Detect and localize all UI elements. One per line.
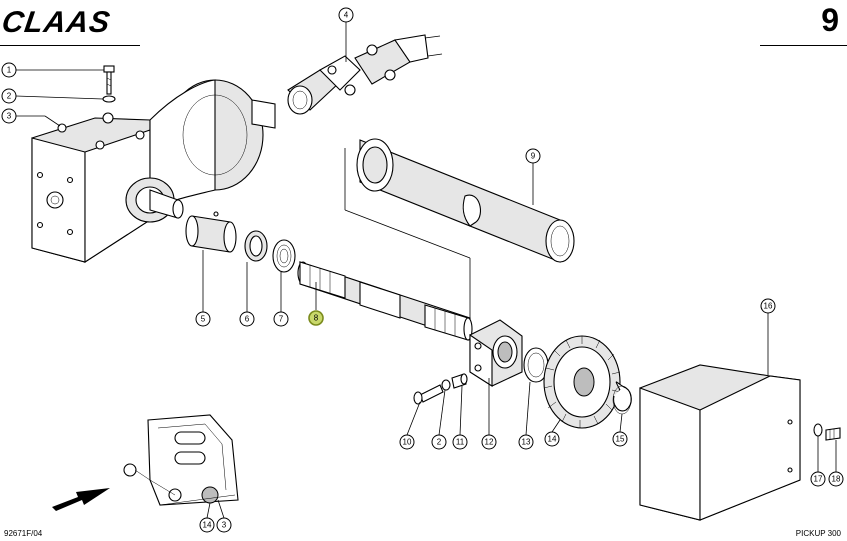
bolt-18 [825, 427, 841, 441]
callout-label: 5 [201, 315, 206, 324]
callout-label: 17 [814, 475, 823, 484]
drawing-code: 92671F/04 [4, 529, 43, 538]
callout-label: 14 [548, 435, 557, 444]
callout-circle [1, 62, 17, 78]
callout-2: 2 [431, 434, 447, 450]
callout-circle [1, 88, 17, 104]
washer-2b [441, 379, 451, 391]
callout-label: 16 [764, 302, 773, 311]
callout-4: 4 [338, 7, 354, 23]
callout-15: 15 [612, 431, 628, 447]
bolt-1 [103, 65, 115, 95]
callout-circle [760, 298, 776, 314]
gearbox-housing [31, 79, 276, 264]
callout-circle [525, 148, 541, 164]
callout-circle [481, 434, 497, 450]
tube-9 [344, 138, 575, 320]
callout-7: 7 [273, 311, 289, 327]
nut-11 [451, 373, 468, 389]
travel-direction-arrow [52, 488, 110, 511]
header-rule-left [0, 45, 140, 46]
callout-16: 16 [760, 298, 776, 314]
callout-circle [239, 311, 255, 327]
callout-circle [544, 431, 560, 447]
callout-14: 14 [544, 431, 560, 447]
callout-9: 9 [525, 148, 541, 164]
callout-label: 6 [245, 315, 250, 324]
callout-label: 4 [344, 11, 349, 20]
callout-circle [828, 471, 844, 487]
callout-label: 15 [616, 435, 625, 444]
cover-16 [639, 364, 801, 521]
callout-1: 1 [1, 62, 17, 78]
callout-circle [452, 434, 468, 450]
callout-13: 13 [518, 434, 534, 450]
callout-18: 18 [828, 471, 844, 487]
callout-5: 5 [195, 311, 211, 327]
callout-label: 7 [279, 315, 284, 324]
callout-label: 2 [437, 438, 442, 447]
callout-label: 2 [7, 92, 12, 101]
callout-8: 8 [308, 310, 324, 326]
callout-2: 2 [1, 88, 17, 104]
callout-label: 13 [522, 438, 531, 447]
callout-circle [195, 311, 211, 327]
callout-label: 14 [203, 521, 212, 530]
callout-circle [308, 310, 324, 326]
callout-label: 8 [314, 314, 319, 323]
callout-label: 3 [7, 112, 12, 121]
callout-label: 1 [7, 66, 12, 75]
callout-circle [338, 7, 354, 23]
callout-circle [431, 434, 447, 450]
callout-14: 14 [199, 517, 215, 533]
callout-label: 11 [456, 438, 465, 447]
callout-circle [273, 311, 289, 327]
callout-label: 9 [531, 152, 536, 161]
callout-circle [1, 108, 17, 124]
drive-shaft-8 [297, 261, 473, 341]
callout-circle [199, 517, 215, 533]
callout-circle [399, 434, 415, 450]
sprocket-14 [543, 335, 621, 429]
washer-17 [813, 423, 823, 437]
callout-10: 10 [399, 434, 415, 450]
bearing-housing-12 [469, 319, 523, 388]
callout-6: 6 [239, 311, 255, 327]
universal-joint [287, 34, 443, 115]
bolt-10 [413, 384, 444, 405]
leader-lines [15, 22, 837, 519]
ring-6 [244, 230, 268, 262]
callout-label: 12 [485, 438, 494, 447]
callout-label: 10 [403, 438, 412, 447]
bushing-5 [185, 211, 237, 253]
callout-circle [518, 434, 534, 450]
callout-12: 12 [481, 434, 497, 450]
callout-circle [810, 471, 826, 487]
callout-3: 3 [1, 108, 17, 124]
section-label: PICKUP 300 [795, 529, 841, 538]
page-number: 9 [821, 2, 839, 38]
callout-circle [612, 431, 628, 447]
callout-3: 3 [216, 517, 232, 533]
callout-label: 18 [832, 475, 841, 484]
callout-11: 11 [452, 434, 468, 450]
callout-circle [216, 517, 232, 533]
callout-label: 3 [222, 521, 227, 530]
washer-2 [102, 95, 116, 103]
header-rule-right [760, 45, 847, 46]
callout-17: 17 [810, 471, 826, 487]
inset-overview [123, 414, 239, 506]
bearing-7 [272, 239, 296, 273]
